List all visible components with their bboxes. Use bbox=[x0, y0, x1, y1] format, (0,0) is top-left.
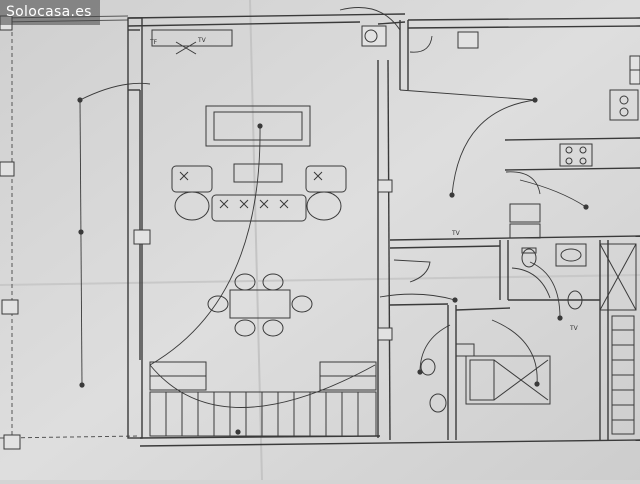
bed bbox=[465, 355, 551, 405]
window-frames bbox=[0, 15, 640, 450]
sofa-set bbox=[171, 163, 347, 222]
circuit-points bbox=[77, 97, 589, 435]
label-tv-bath: TV bbox=[569, 325, 579, 332]
tv-unit bbox=[151, 29, 378, 55]
kitchen bbox=[509, 89, 639, 239]
staircase bbox=[149, 361, 377, 437]
label-tv-living: TV bbox=[197, 37, 207, 44]
bathroom-fixtures bbox=[420, 243, 637, 435]
dining-set bbox=[207, 273, 313, 337]
label-tf: TF bbox=[149, 39, 158, 46]
rug bbox=[205, 105, 311, 147]
paper-fold bbox=[0, 274, 640, 286]
door-swings bbox=[393, 35, 551, 299]
paper-fold bbox=[249, 0, 263, 481]
watermark: Solocasa.es bbox=[0, 0, 100, 25]
label-tv-kitchen: TV bbox=[451, 230, 461, 237]
electrical-circuits bbox=[79, 7, 587, 408]
